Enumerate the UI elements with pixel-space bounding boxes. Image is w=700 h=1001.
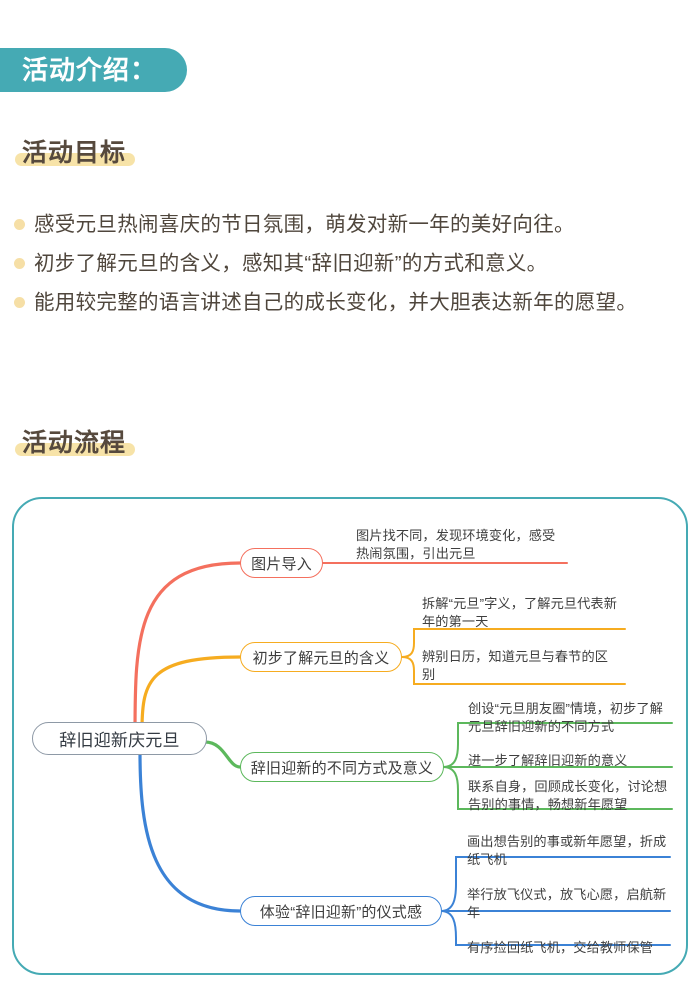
mindmap-leaf-1-1: 图片找不同，发现环境变化，感受热闹氛围，引出元旦	[356, 528, 556, 562]
goal-text: 能用较完整的语言讲述自己的成长变化，并大胆表达新年的愿望。	[34, 290, 638, 314]
heading-highlight-bar	[15, 153, 136, 167]
mindmap-root-label: 辞旧迎新庆元旦	[59, 731, 180, 750]
mindmap-leaf-2-1: 拆解“元旦”字义，了解元旦代表新年的第一天	[422, 596, 618, 630]
goal-text: 感受元旦热闹喜庆的节日氛围，萌发对新一年的美好向往。	[34, 213, 575, 236]
list-item: 能用较完整的语言讲述自己的成长变化，并大胆表达新年的愿望。	[14, 287, 686, 319]
mindmap-branch-node-1[interactable]: 图片导入	[240, 548, 323, 578]
mindmap-branch-node-4[interactable]: 体验“辞旧迎新”的仪式感	[240, 896, 442, 926]
mindmap-leaf-4-3: 有序捡回纸飞机，交给教师保管	[467, 940, 654, 955]
mindmap-leaf-3-3: 联系自身，回顾成长变化，讨论想告别的事情，畅想新年愿望	[468, 779, 668, 813]
mindmap-branch-node-2[interactable]: 初步了解元旦的含义	[240, 642, 402, 672]
list-item: 初步了解元旦的含义，感知其“辞旧迎新”的方式和意义。	[14, 248, 686, 280]
mindmap-branch-label: 初步了解元旦的含义	[252, 649, 390, 667]
mindmap-root-node[interactable]: 辞旧迎新庆元旦	[32, 722, 207, 755]
mindmap-leaf-2-2: 辨别日历，知道元旦与春节的区别	[422, 649, 609, 683]
mindmap-branch-label: 体验“辞旧迎新”的仪式感	[259, 903, 423, 921]
bullet-dot-icon	[14, 296, 25, 308]
mindmap-leaf-3-1: 创设“元旦朋友圈”情境，初步了解元旦辞旧迎新的不同方式	[468, 701, 664, 735]
page-header-banner: 活动介绍：	[0, 48, 188, 92]
heading-highlight-bar	[15, 443, 136, 457]
bullet-dot-icon	[14, 257, 25, 269]
section-heading-goals: 活动目标	[15, 139, 136, 167]
mindmap-leaf-4-1: 画出想告别的事或新年愿望，折成纸飞机	[467, 834, 667, 868]
mindmap-frame	[12, 497, 688, 975]
section-heading-goals-label: 活动目标	[22, 139, 127, 167]
section-heading-flow-label: 活动流程	[22, 429, 127, 457]
mindmap-branch-label: 辞旧迎新的不同方式及意义	[250, 759, 434, 777]
bullet-dot-icon	[14, 219, 25, 230]
mindmap-branch-label: 图片导入	[251, 555, 312, 573]
list-item: 感受元旦热闹喜庆的节日氛围，萌发对新一年的美好向往。	[14, 209, 686, 241]
goals-list: 感受元旦热闹喜庆的节日氛围，萌发对新一年的美好向往。 初步了解元旦的含义，感知其…	[14, 209, 686, 325]
section-heading-flow: 活动流程	[15, 429, 136, 457]
mindmap-branch-node-3[interactable]: 辞旧迎新的不同方式及意义	[240, 752, 444, 782]
page-title: 活动介绍：	[22, 55, 158, 85]
mindmap-leaf-4-2: 举行放飞仪式，放飞心愿，启航新年	[467, 887, 667, 921]
mindmap-leaf-3-2: 进一步了解辞旧迎新的意义	[468, 753, 628, 768]
goal-text: 初步了解元旦的含义，感知其“辞旧迎新”的方式和意义。	[34, 251, 548, 275]
